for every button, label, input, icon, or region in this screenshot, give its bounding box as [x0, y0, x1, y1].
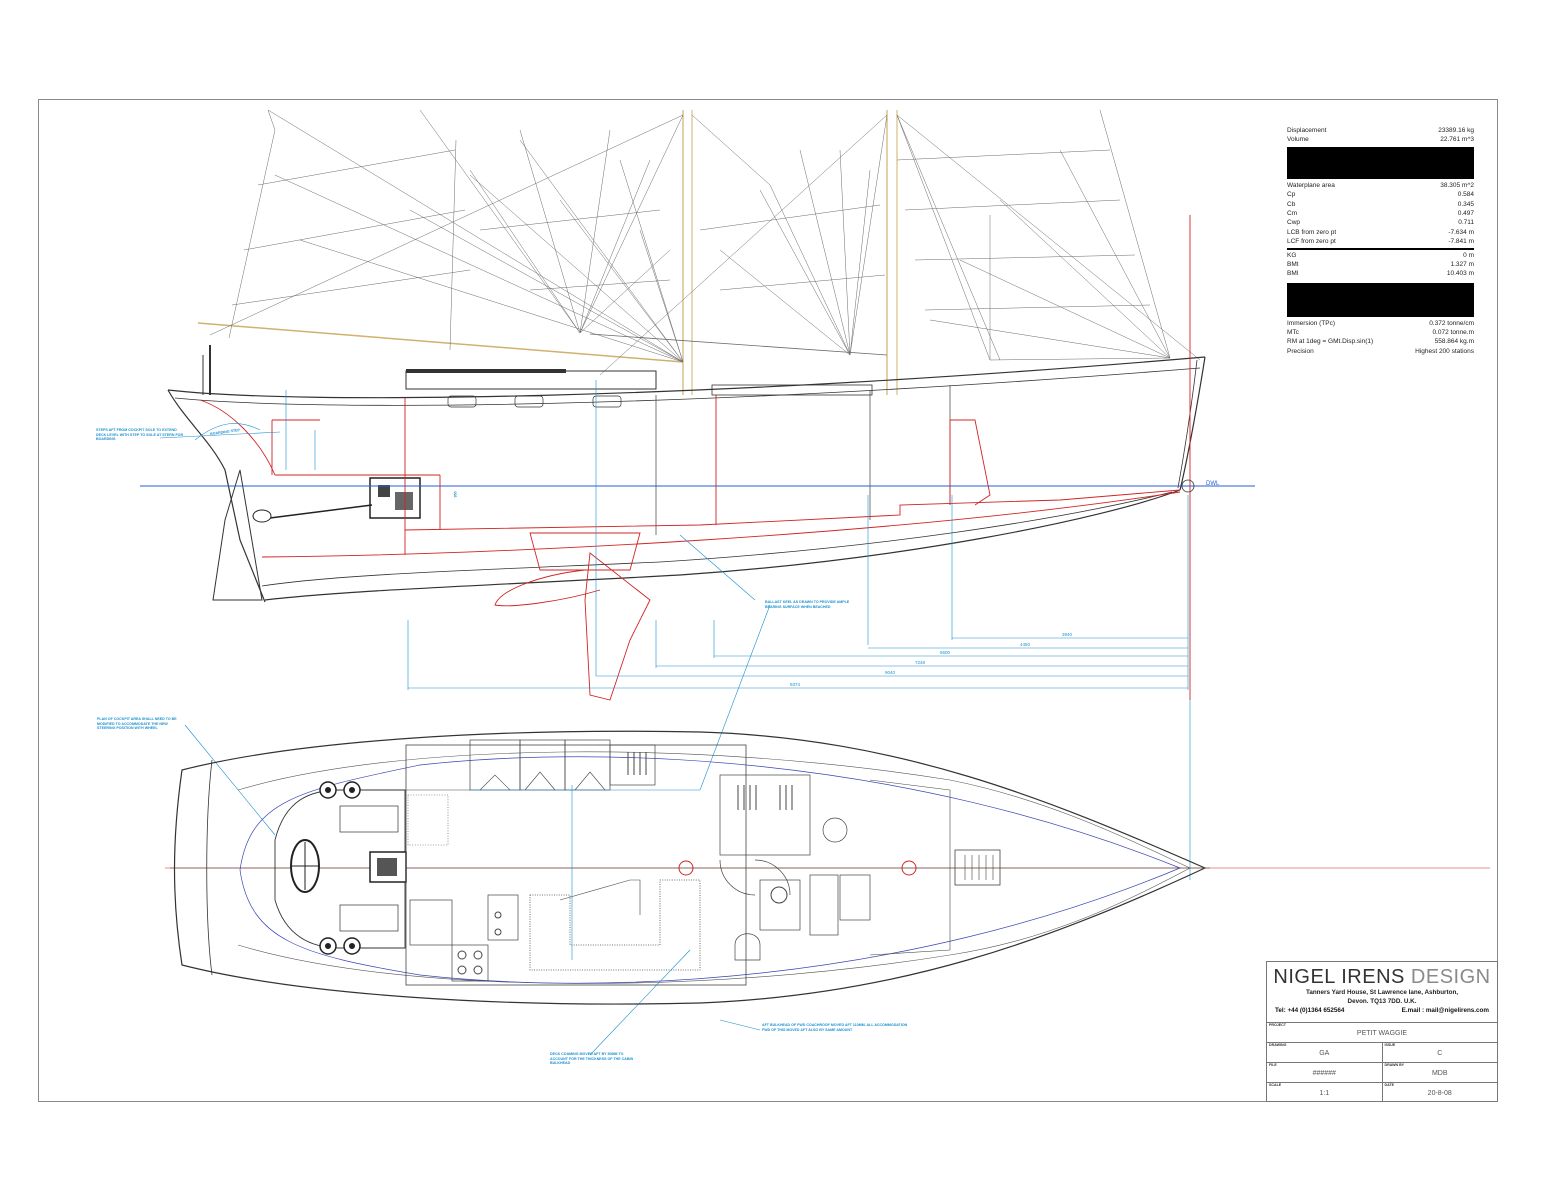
height-dimension: 950: [453, 491, 458, 498]
dimension-lines: [159, 380, 1191, 1056]
deck-plan: [165, 730, 1490, 1005]
keel-note: Ballast keel as drawn to provide ample b…: [765, 600, 850, 609]
redacted-block: [1287, 146, 1474, 179]
dimension-label: 4450: [1020, 642, 1031, 647]
company-name: NIGEL IRENS DESIGN: [1273, 966, 1491, 988]
cockpit-note: Plan of cockpit area shall need to be mo…: [97, 717, 177, 731]
bulkhead-note: Aft bulkhead of fwd coachroof moved aft …: [762, 1023, 908, 1032]
hydro-row: LCF from zero pt-7.841 m: [1287, 238, 1474, 246]
dimension-label: 9040: [885, 670, 896, 675]
file-cell: FILE######: [1269, 1063, 1336, 1077]
hydro-row: Immersion (TPc)0.372 tonne/cm: [1287, 319, 1474, 327]
title-block: NIGEL IRENS DESIGN Tanners Yard House, S…: [1266, 961, 1498, 1102]
waterline-label: DWL: [1206, 481, 1220, 487]
drawing-sheet-border: [38, 99, 1498, 1102]
dimension-label: 7248: [915, 660, 926, 665]
contact-line: Tel: +44 (0)1364 652564 E.mail : mail@ni…: [1267, 1006, 1497, 1015]
hydro-row: LCB from zero pt-7.634 m: [1287, 228, 1474, 236]
dimension-label: 9374: [790, 682, 801, 687]
design-waterline: [140, 479, 1255, 493]
structure-red-profile: [199, 215, 1191, 701]
rig: [197, 109, 1201, 395]
address-line: Tanners Yard House, St Lawrence lane, As…: [1305, 989, 1459, 996]
redacted-block: [1287, 282, 1474, 317]
dimension-label: 3940: [1062, 632, 1073, 637]
stern-step-note: Steps aft from cockpit sole to extend de…: [96, 428, 184, 442]
deckhouse-note: Deck coaming moved aft by 50mm to accoun…: [550, 1052, 634, 1066]
hydro-row: RM at 1deg = GMt.Disp.sin(1)558.864 kg.m: [1287, 338, 1474, 346]
telephone: Tel: +44 (0)1364 652564: [1275, 1007, 1345, 1014]
dimension-label: 5600: [940, 650, 951, 655]
email: E.mail : mail@nigelirens.com: [1401, 1007, 1489, 1014]
hull-profile: [167, 345, 1206, 603]
divider: [1287, 247, 1474, 250]
address-line: Devon. TQ13 7DD. U.K.: [1347, 998, 1417, 1005]
